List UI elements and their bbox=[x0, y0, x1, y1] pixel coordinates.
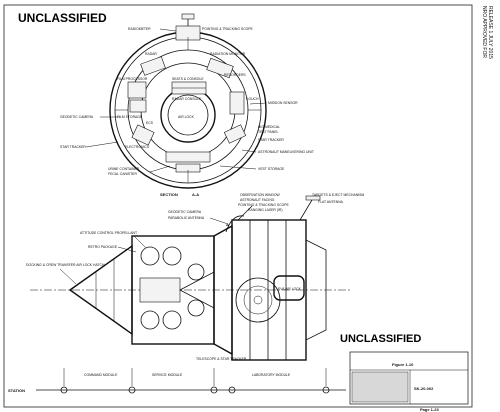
tank-1 bbox=[140, 246, 160, 266]
label-astronaut-unit: ASTRONAUT MANEUVERING UNIT bbox=[258, 150, 314, 154]
label-biomedical: BIO-MEDICAL bbox=[258, 125, 280, 129]
airlock-inner bbox=[167, 94, 209, 136]
label-couch: COUCH bbox=[246, 97, 259, 101]
label-observation-window: OBSERVATION WINDOW bbox=[240, 193, 281, 197]
tank-3 bbox=[140, 310, 160, 330]
label-radar: RADAR bbox=[145, 52, 157, 56]
label-target-mechanism: TARGETS & EJECT MECHANISM bbox=[312, 193, 364, 197]
section-letters: A-A bbox=[192, 192, 199, 197]
label-recorders: RECORDERS bbox=[224, 73, 246, 77]
lab-endcap bbox=[305, 239, 327, 341]
page-number: Page 1-23 bbox=[420, 407, 439, 412]
sheet-border bbox=[3, 4, 473, 408]
module-label-service: SERVICE MODULE bbox=[152, 373, 183, 377]
module-label-command: COMMAND MODULE bbox=[84, 373, 118, 377]
figure-number: Figure 1-10 bbox=[392, 362, 414, 367]
label-docking: DOCKING & CREW TRANSFER AIR LOCK HATCH bbox=[26, 263, 105, 267]
test-panel-block bbox=[223, 124, 247, 144]
film-storage-block bbox=[129, 99, 147, 113]
section-mark-a: A bbox=[226, 222, 229, 227]
svg-text:NRO APPROVED FOR: NRO APPROVED FOR bbox=[481, 6, 487, 58]
label-mission-sensor: MISSION SENSOR bbox=[268, 101, 298, 105]
label-fecal-canister: FECAL CANISTER bbox=[108, 172, 137, 176]
label-pointing-scope-side: POINTING & TRACKING SCOPE bbox=[238, 203, 290, 207]
label-radar-console: RADAR CONSOLE bbox=[172, 97, 202, 101]
label-test-panel: TEST PANEL bbox=[258, 130, 279, 134]
svg-text:RELEASE 1 JULY 2015: RELEASE 1 JULY 2015 bbox=[487, 6, 493, 59]
tank-6 bbox=[187, 299, 205, 317]
label-geodetic-camera-side: GEODETIC CAMERA bbox=[168, 210, 202, 214]
section-view: RADIOMETER POINTING & TRACKING SCOPE RAD… bbox=[60, 13, 314, 197]
label-astronaut-facing: ASTRONAUT FACING bbox=[240, 198, 275, 202]
radar-block bbox=[140, 56, 166, 76]
title-block: Figure 1-10 SK-20-002 Page 1-23 bbox=[349, 351, 469, 412]
label-flat-antenna: FLAT ANTENNA bbox=[318, 200, 344, 204]
label-film-storage: FILM STORAGE bbox=[117, 115, 143, 119]
label-geodetic-camera: GEODETIC CAMERA bbox=[60, 115, 94, 119]
label-star-tracker: STAR TRACKER bbox=[60, 145, 86, 149]
label-telescope: TELESCOPE & STAR TRACKER bbox=[196, 357, 247, 361]
label-radiation-monitor: RADIATION MONITOR bbox=[210, 52, 246, 56]
label-pointing-scope: POINTING & TRACKING SCOPE bbox=[202, 27, 254, 31]
label-retro-package: RETRO PACKAGE bbox=[88, 245, 118, 249]
label-seats: SEATS & CONSOLE bbox=[172, 77, 204, 81]
label-airlock: AIR LOCK bbox=[178, 115, 195, 119]
classification-stamp-top: UNCLASSIFIED bbox=[18, 11, 107, 25]
recorders-block bbox=[206, 57, 234, 79]
couch-block bbox=[229, 91, 245, 115]
film-processor-block bbox=[127, 81, 147, 99]
label-parabolic-antenna: PARABOLIC ANTENNA bbox=[168, 216, 205, 220]
label-ecs: ECS bbox=[146, 121, 154, 125]
station-bar: STATION COMMAND MODULE SERVICE MODULE LA… bbox=[8, 368, 346, 394]
label-urine-container: URINE CONTAINER bbox=[108, 167, 140, 171]
label-attitude-control: ATTITUDE CONTROL PROPELLANT bbox=[80, 231, 137, 235]
label-radiometer: RADIOMETER bbox=[128, 27, 151, 31]
station-label: STATION bbox=[8, 388, 25, 393]
label-eva-airlock: EVA AIR LOCK bbox=[278, 287, 302, 291]
classification-stamp-bottom: UNCLASSIFIED bbox=[340, 333, 421, 345]
tank-4 bbox=[162, 310, 182, 330]
section-title: SECTION bbox=[160, 192, 178, 197]
tank-2 bbox=[162, 246, 182, 266]
release-notice: NRO APPROVED FOR RELEASE 1 JULY 2015 bbox=[481, 6, 493, 59]
electronics-block bbox=[131, 124, 155, 146]
label-electronics: ELECTRONICS bbox=[125, 145, 150, 149]
side-view: EVA AIR LOCK OBSERVATION WINDOW ASTRONAU… bbox=[26, 193, 364, 361]
tank-5 bbox=[187, 263, 205, 281]
lower-storage bbox=[165, 151, 211, 163]
label-vest-storage: VEST STORAGE bbox=[258, 167, 285, 171]
label-film-processor: FILM PROCESSOR bbox=[117, 77, 148, 81]
drawing-number: SK-20-002 bbox=[414, 386, 434, 391]
label-star-tracker-r: STAR TRACKER bbox=[258, 138, 284, 142]
label-ranging-laser: RANGING LASER (IR) bbox=[248, 208, 282, 212]
flat-antenna bbox=[305, 195, 321, 201]
eva-airlock bbox=[273, 275, 305, 301]
module-label-laboratory: LABORATORY MODULE bbox=[252, 373, 291, 377]
